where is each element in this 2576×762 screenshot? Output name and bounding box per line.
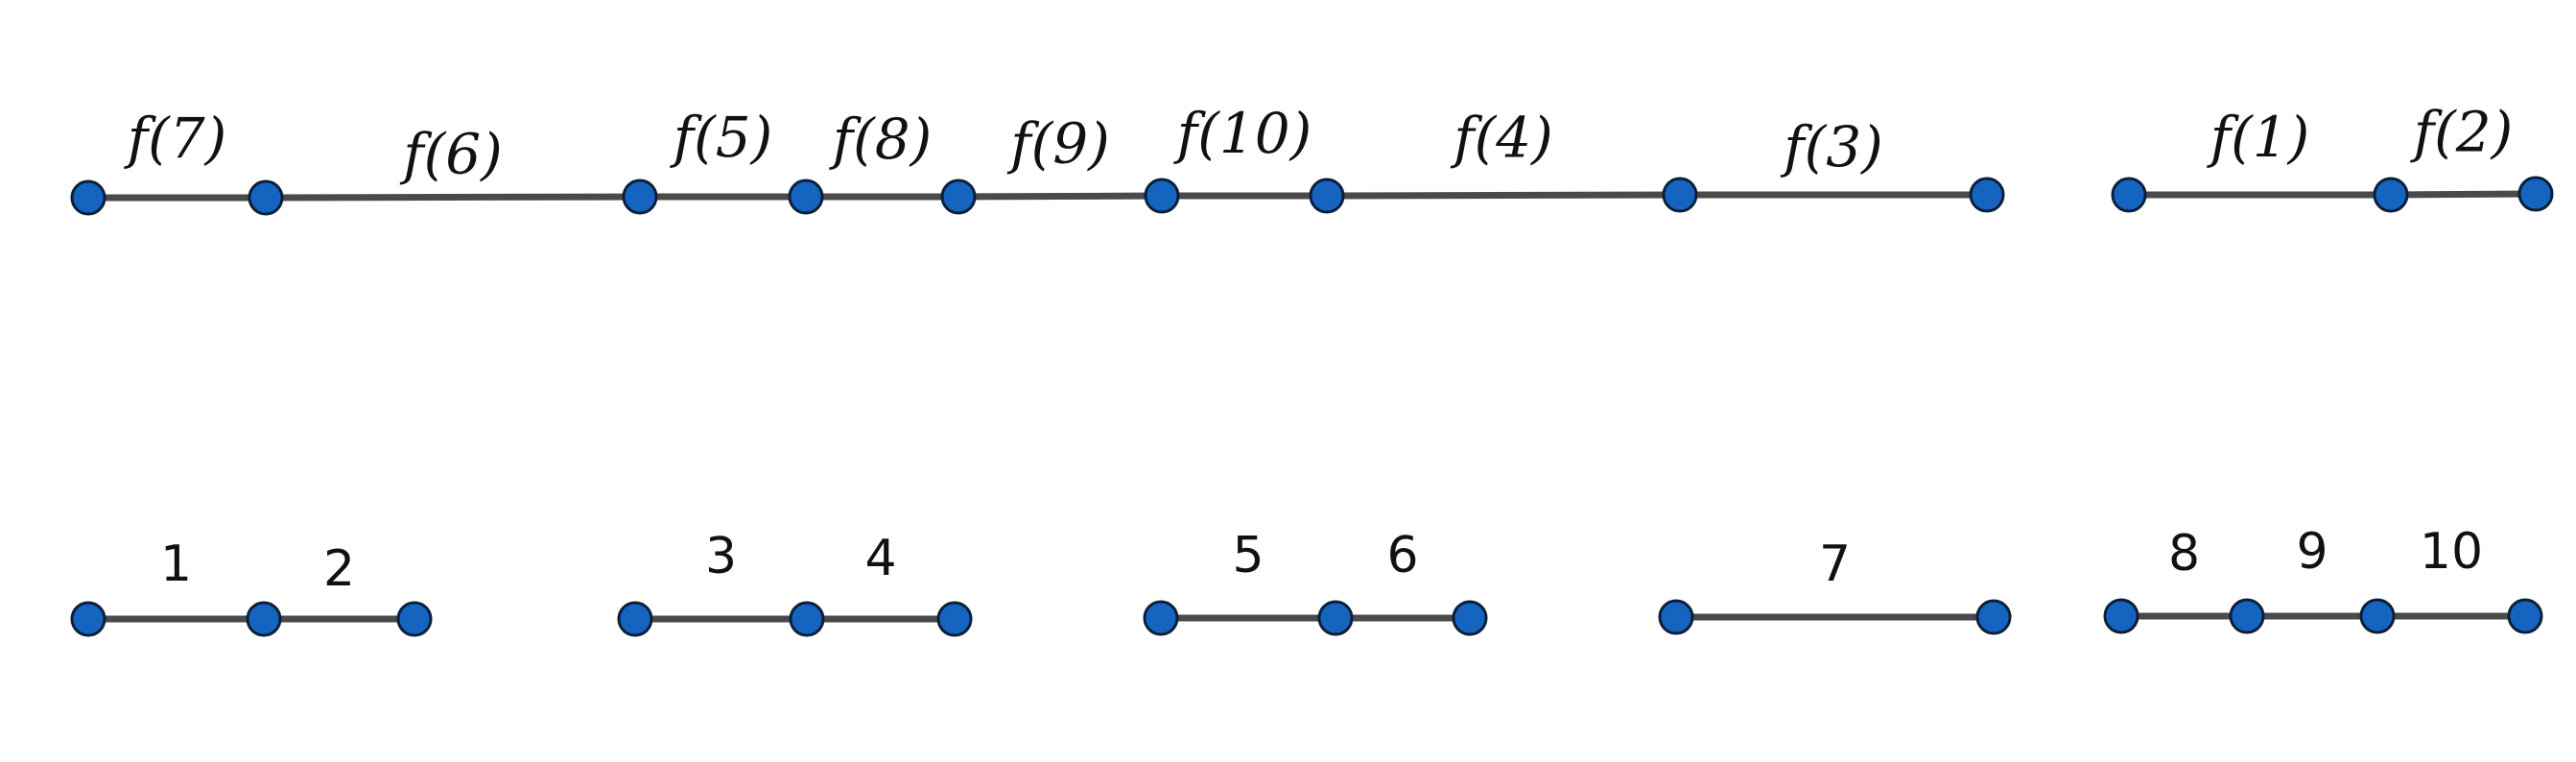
top_row-component-2-node-3	[2517, 176, 2554, 212]
bottom_row-edge-label: 4	[864, 530, 896, 587]
bottom_row-component-3-node-1	[1143, 600, 1179, 636]
top_row-component-1-node-2	[248, 179, 284, 216]
bottom_row-edge-label: 8	[2168, 525, 2200, 583]
top_row-component-1-node-8	[1662, 177, 1698, 213]
bottom_row-component-1-node-1	[70, 601, 106, 637]
bottom_row-component-4-node-1	[1658, 599, 1694, 635]
top_row-component-1-node-9	[1969, 177, 2005, 213]
bottom_row-component-5-node-1	[2103, 598, 2139, 634]
top_row-component-1-edge-5	[957, 192, 1163, 201]
nodes-layer	[70, 176, 2554, 637]
bottom_row-component-5-node-2	[2229, 598, 2265, 634]
bottom_row-component-2-node-2	[789, 601, 825, 637]
top_row-component-2-node-1	[2111, 177, 2147, 213]
top_row-edge-label: f(1)	[2207, 105, 2310, 170]
top_row-component-1-edge-7	[1326, 191, 1681, 200]
bottom_row-edge-label: 3	[705, 528, 737, 585]
top_row-edge-label: f(5)	[670, 105, 773, 170]
top_row-component-1-node-5	[940, 179, 977, 215]
edges-layer	[88, 190, 2537, 623]
top_row-component-2-node-2	[2373, 177, 2409, 213]
bottom_row-edge-label: 10	[2420, 523, 2483, 581]
top_row-component-1-node-4	[788, 179, 824, 215]
bottom_row-component-4-node-2	[1975, 599, 2012, 635]
bottom_row-component-3-node-3	[1452, 600, 1488, 636]
bottom_row-component-1-node-2	[246, 601, 282, 637]
bottom_row-edge-label: 9	[2296, 523, 2328, 581]
top_row-component-1-node-7	[1309, 178, 1345, 214]
bottom_row-component-5-node-4	[2507, 598, 2543, 634]
top_row-component-2-edge-2	[2390, 190, 2537, 199]
labels-layer: f(7) f(6) f(5) f(8) f(9) f(10) f(4) f(3) f(1) f(2…	[124, 100, 2514, 599]
top_row-component-1-node-3	[622, 179, 658, 215]
top_row-edge-label: f(7)	[124, 106, 227, 171]
top_row-edge-label: f(2)	[2410, 100, 2514, 165]
bottom_row-component-2-node-3	[936, 601, 973, 637]
bottom_row-component-1-node-3	[396, 601, 433, 637]
bottom_row-component-2-node-1	[617, 601, 653, 637]
bottom_row-edge-label: 1	[160, 536, 192, 593]
bottom_row-component-3-node-2	[1317, 600, 1354, 636]
top_row-edge-label: f(10)	[1173, 101, 1312, 166]
bottom_row-edge-label: 6	[1386, 527, 1418, 584]
top_row-edge-label: f(4)	[1450, 106, 1553, 171]
bottom_row-edge-label: 5	[1232, 527, 1264, 584]
top_row-edge-label: f(9)	[1006, 111, 1110, 177]
top_row-component-1-edge-2	[265, 193, 641, 202]
top_row-component-1-node-6	[1144, 178, 1180, 214]
top_row-edge-label: f(6)	[399, 122, 503, 187]
bottom_row-component-5-node-3	[2359, 598, 2396, 634]
top_row-component-1-node-1	[70, 179, 106, 216]
bottom_row-edge-label: 7	[1819, 536, 1851, 593]
top_row-edge-label: f(3)	[1780, 114, 1883, 179]
top_row-edge-label: f(8)	[829, 107, 933, 172]
bottom_row-edge-label: 2	[323, 540, 355, 598]
